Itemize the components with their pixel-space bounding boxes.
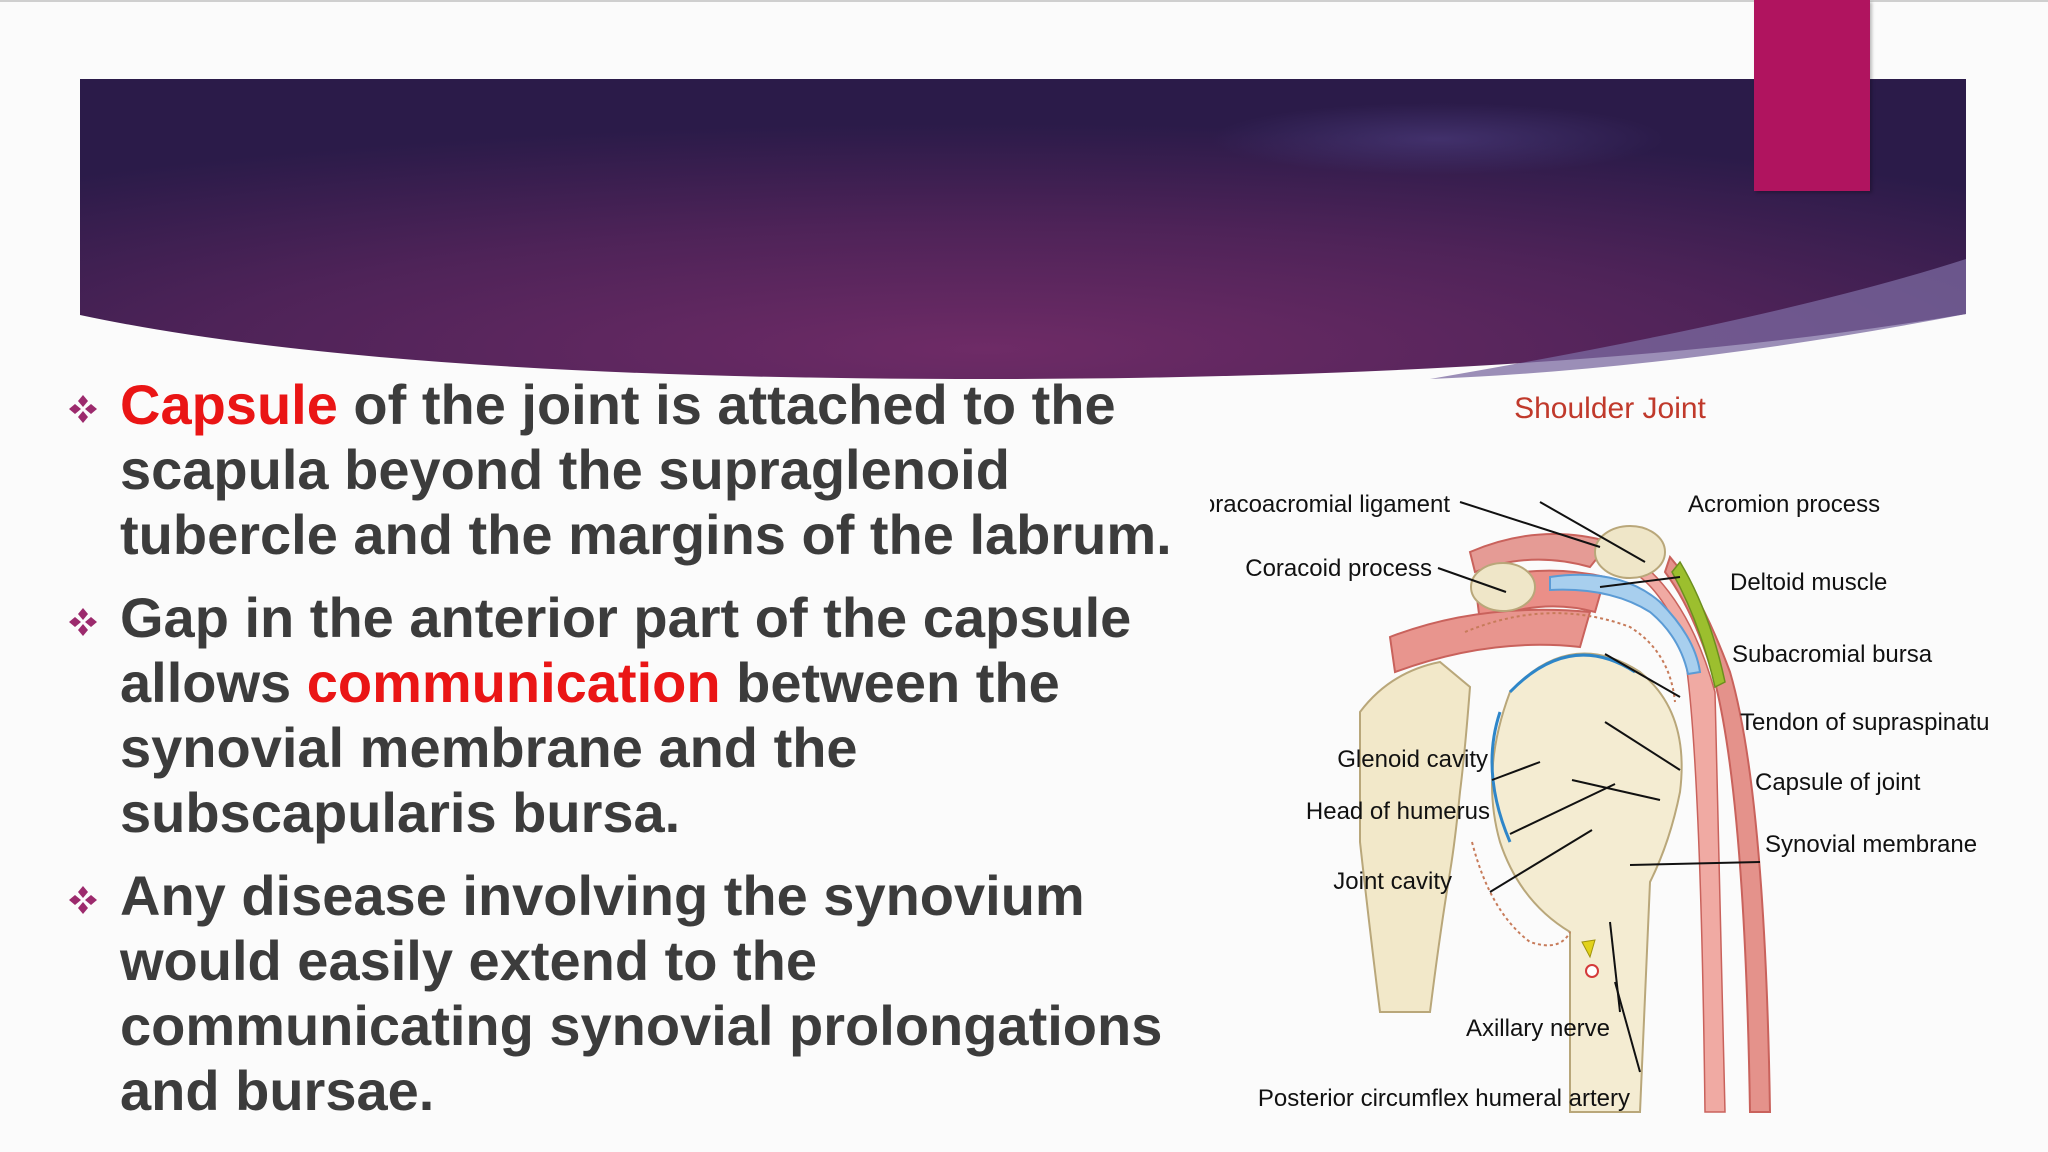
- label-deltoid-muscle: Deltoid muscle: [1730, 569, 1887, 596]
- capsule-outline: [1464, 612, 1676, 703]
- diamond-bullet-icon: [69, 395, 97, 423]
- bullet-body: Any disease involving the synovium would…: [120, 864, 1163, 1122]
- subacromial-bursa-shape: [1549, 573, 1702, 676]
- bullet-item: Capsule of the joint is attached to the …: [64, 372, 1214, 567]
- accent-tab: [1754, 0, 1870, 191]
- label-coracoacromial-ligament: Coracoacromial ligament: [1210, 491, 1450, 518]
- bullet-body: Gap in the anterior part of the capsule …: [120, 586, 1132, 714]
- label-coracoid-process: Coracoid process: [1245, 555, 1432, 582]
- label-glenoid-cavity: Glenoid cavity: [1337, 746, 1488, 773]
- header-band: [80, 79, 1966, 379]
- top-border: [0, 0, 2048, 2]
- highlight-text: Capsule: [120, 373, 338, 436]
- humerus-shape: [1491, 652, 1683, 1113]
- bullet-item: Gap in the anterior part of the capsule …: [64, 585, 1214, 845]
- label-axillary-nerve: Axillary nerve: [1466, 1015, 1610, 1042]
- shoulder-joint-diagram: Shoulder Joint: [1210, 392, 1990, 1113]
- bullet-body: between the synovial membrane and the su…: [120, 651, 1060, 844]
- diamond-bullet-icon: [69, 608, 97, 636]
- highlight-text: communication: [306, 651, 721, 714]
- bullet-body: of the joint is attached to the scapula …: [120, 373, 1172, 566]
- figure-title: Shoulder Joint: [1514, 392, 1706, 425]
- bullet-list: Capsule of the joint is attached to the …: [64, 372, 1214, 1152]
- muscle-illustration: [1388, 533, 1772, 1113]
- label-posterior-circumflex-humeral-artery: Posterior circumflex humeral artery: [1258, 1085, 1630, 1112]
- label-acromion-process: Acromion process: [1688, 491, 1880, 518]
- bullet-item: Any disease involving the synovium would…: [64, 863, 1214, 1123]
- acromion-shape: [1594, 525, 1666, 579]
- label-subacromial-bursa: Subacromial bursa: [1732, 641, 1933, 668]
- bullet-text: Capsule of the joint is attached to the …: [120, 372, 1214, 567]
- label-capsule-of-joint: Capsule of joint: [1755, 769, 1921, 796]
- diamond-bullet-icon: [69, 886, 97, 914]
- label-head-of-humerus: Head of humerus: [1306, 798, 1490, 825]
- scapula-shape: [1359, 660, 1472, 1013]
- leader-lines: [1437, 501, 1761, 1073]
- articular-cartilage: [1508, 653, 1636, 694]
- bullet-text: Any disease involving the synovium would…: [120, 863, 1214, 1123]
- label-joint-cavity: Joint cavity: [1333, 868, 1452, 895]
- label-synovial-membrane: Synovial membrane: [1765, 831, 1977, 858]
- bullet-text: Gap in the anterior part of the capsule …: [120, 585, 1214, 845]
- label-tendon-of-supraspinatus: Tendon of supraspinatus: [1740, 709, 1990, 736]
- coracoid-shape: [1470, 562, 1536, 612]
